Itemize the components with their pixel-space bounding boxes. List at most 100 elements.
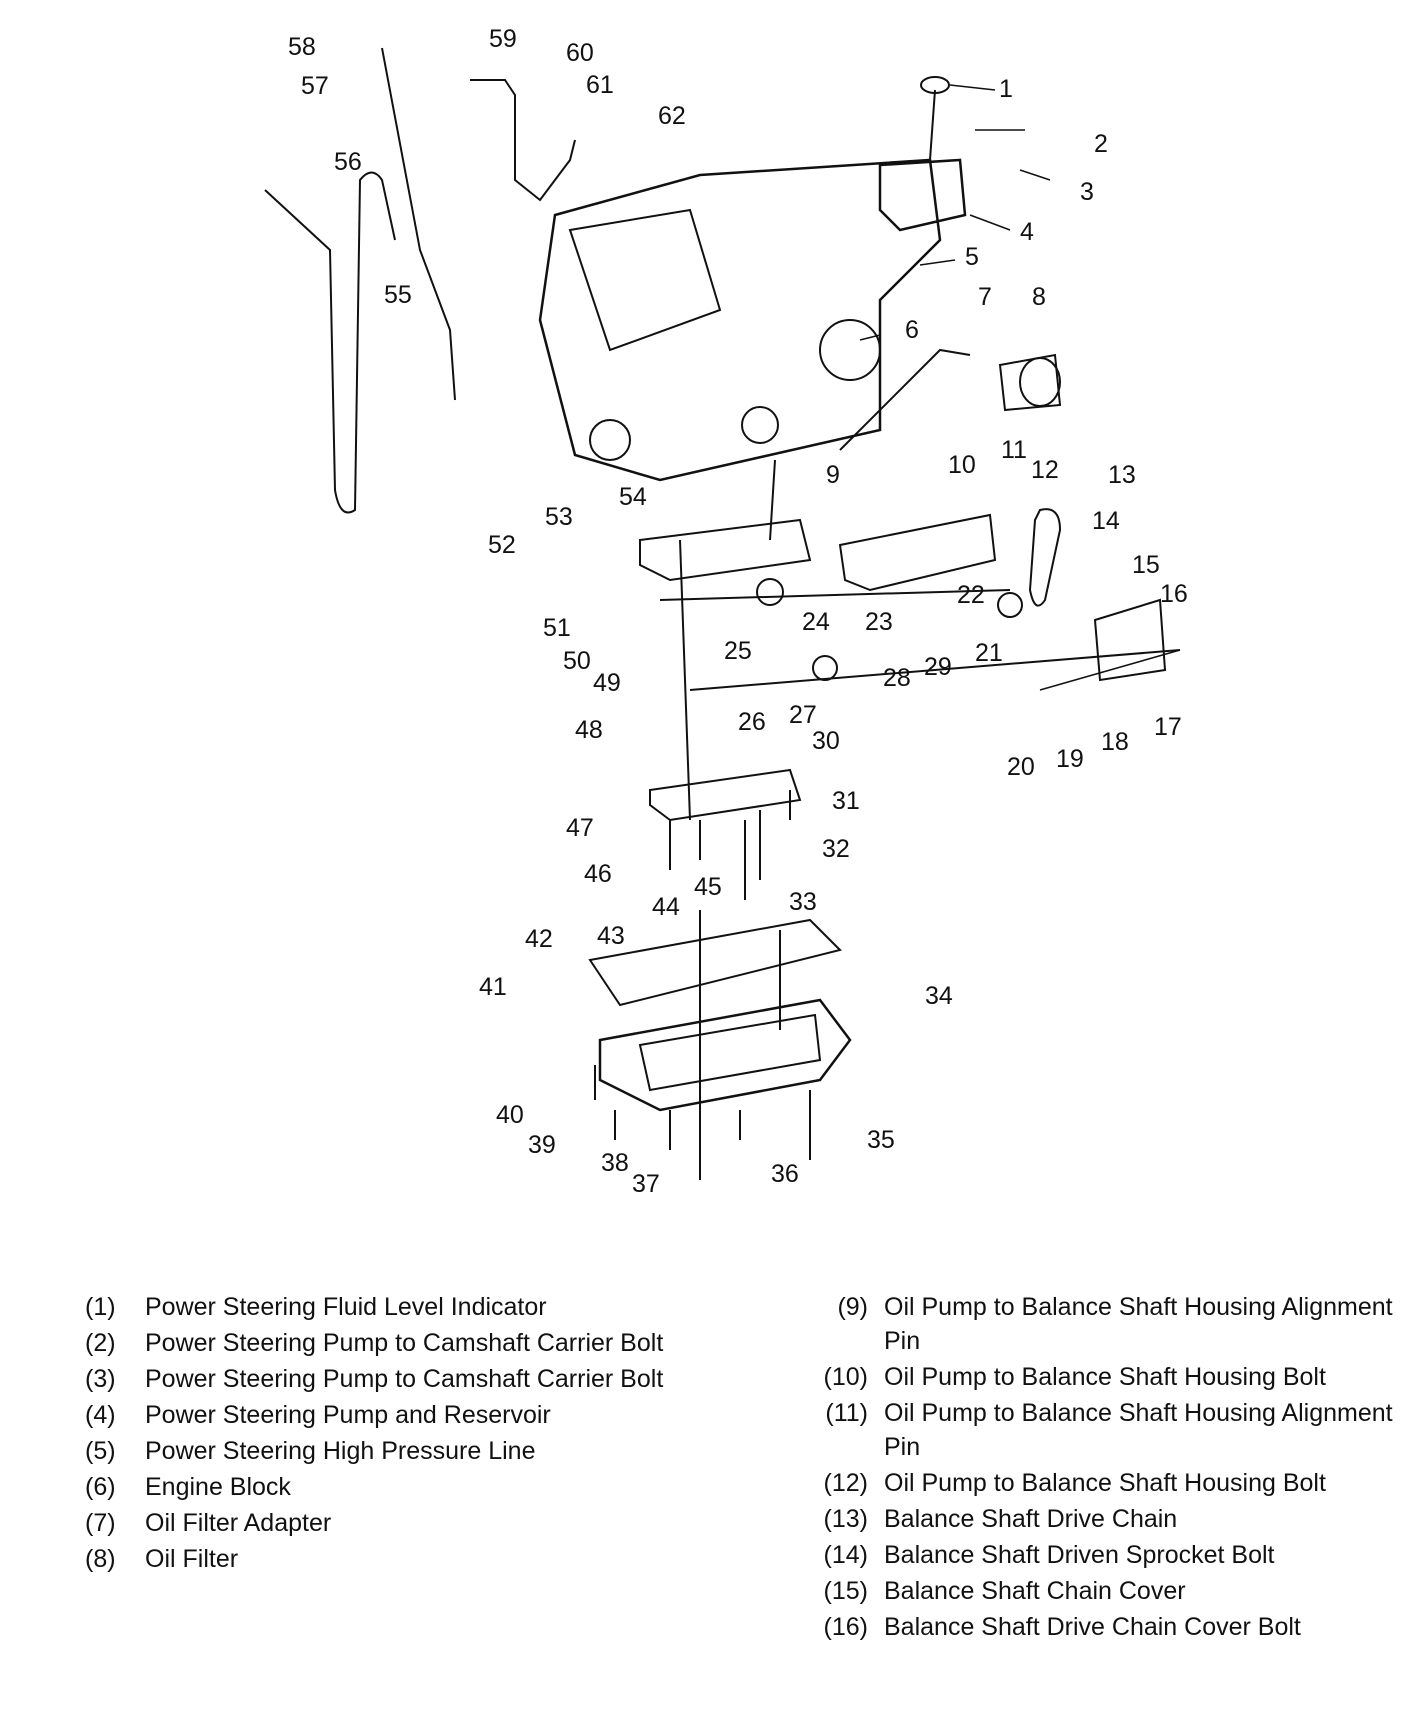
callout-14: 14 (1092, 507, 1120, 535)
legend-number: (3) (85, 1365, 116, 1393)
legend-number: (13) (823, 1505, 868, 1533)
callout-59: 59 (489, 25, 517, 53)
callout-56: 56 (334, 148, 362, 176)
callout-62: 62 (658, 102, 686, 130)
callout-50: 50 (563, 647, 591, 675)
callout-18: 18 (1101, 728, 1129, 756)
legend-text: Balance Shaft Chain Cover (884, 1577, 1186, 1605)
legend-number: (4) (85, 1401, 116, 1429)
legend-text: Power Steering Pump and Reservoir (145, 1401, 551, 1429)
callout-21: 21 (975, 639, 1003, 667)
callout-41: 41 (479, 973, 507, 1001)
callout-47: 47 (566, 814, 594, 842)
legend-item: (16)Balance Shaft Drive Chain Cover Bolt (810, 1610, 1400, 1644)
engine-block (538, 158, 942, 482)
callout-29: 29 (924, 653, 952, 681)
legend-item: (7) Oil Filter Adapter (85, 1506, 725, 1540)
legend-text: Oil Pump to Balance Shaft Housing Bolt (884, 1469, 1326, 1497)
callout-60: 60 (566, 39, 594, 67)
balance-shaft-housing-upper (639, 518, 812, 582)
callout-30: 30 (812, 727, 840, 755)
callout-34: 34 (925, 982, 953, 1010)
oil-pan-gasket (588, 918, 842, 1007)
legend-number: (14) (823, 1541, 868, 1569)
callout-61: 61 (586, 71, 614, 99)
callout-7: 7 (978, 283, 992, 311)
callout-19: 19 (1056, 745, 1084, 773)
callout-9: 9 (826, 461, 840, 489)
exploded-engine-diagram: 1 2 3 4 5 6 7 8 9 10 11 12 13 14 15 16 1… (264, 25, 1188, 1198)
legend-item: (13) Balance Shaft Drive Chain (810, 1502, 1400, 1536)
legend-item: (15)Balance Shaft Chain Cover (810, 1574, 1400, 1608)
legend-text: Oil Filter (145, 1545, 239, 1573)
callout-39: 39 (528, 1131, 556, 1159)
callout-42: 42 (525, 925, 553, 953)
callout-25: 25 (724, 637, 752, 665)
legend-number: (8) (85, 1545, 116, 1573)
callout-40: 40 (496, 1101, 524, 1129)
callout-54: 54 (619, 483, 647, 511)
callout-8: 8 (1032, 283, 1046, 311)
legend-text: Oil Pump to Balance Shaft Housing Alignm… (884, 1293, 1393, 1355)
callout-35: 35 (867, 1126, 895, 1154)
callout-37: 37 (632, 1170, 660, 1198)
callout-53: 53 (545, 503, 573, 531)
legend-text: Balance Shaft Driven Sprocket Bolt (884, 1541, 1275, 1569)
callout-13: 13 (1108, 461, 1136, 489)
legend-item: (2)Power Steering Pump to Camshaft Carri… (85, 1326, 725, 1360)
balance-shaft (659, 589, 1011, 601)
callout-27: 27 (789, 701, 817, 729)
legend-item: (1) Power Steering Fluid Level Indicator (85, 1290, 725, 1324)
legend-number: (10) (823, 1363, 868, 1391)
legend-item: (5)Power Steering High Pressure Line (85, 1434, 725, 1468)
callout-12: 12 (1031, 456, 1059, 484)
callout-52: 52 (488, 531, 516, 559)
callout-33: 33 (789, 888, 817, 916)
callout-11: 11 (1001, 436, 1027, 464)
callout-24: 24 (802, 608, 830, 636)
dipstick-tube (381, 47, 456, 401)
callout-2: 2 (1094, 130, 1108, 158)
legend-number: (6) (85, 1473, 116, 1501)
legend-text: Power Steering Fluid Level Indicator (145, 1293, 547, 1321)
legend-text: Oil Pump to Balance Shaft Housing Bolt (884, 1363, 1326, 1391)
callout-10: 10 (948, 451, 976, 479)
legend-text: Power Steering Pump to Camshaft Carrier … (145, 1365, 664, 1393)
legend-item: (12)Oil Pump to Balance Shaft Housing Bo… (810, 1466, 1400, 1500)
callout-32: 32 (822, 835, 850, 863)
legend-item: (11) Oil Pump to Balance Shaft Housing Al… (810, 1396, 1400, 1464)
chain-cover (1093, 598, 1167, 682)
callout-6: 6 (905, 316, 919, 344)
crank-pulley (589, 419, 631, 461)
oil-pan (598, 998, 852, 1112)
callout-49: 49 (593, 669, 621, 697)
legend-number: (1) (85, 1293, 116, 1321)
legend-item: (14) Balance Shaft Driven Sprocket Bolt (810, 1538, 1400, 1572)
legend-item: (6)Engine Block (85, 1470, 725, 1504)
callout-43: 43 (597, 922, 625, 950)
legend-text: Oil Pump to Balance Shaft Housing Alignm… (884, 1399, 1393, 1461)
legend-number: (11) (825, 1399, 868, 1427)
callout-28: 28 (883, 664, 911, 692)
legend-text: Oil Filter Adapter (145, 1509, 332, 1537)
legend-item: (10) Oil Pump to Balance Shaft Housing Bo… (810, 1360, 1400, 1394)
balance-shaft-housing-lower (649, 768, 802, 822)
callout-48: 48 (575, 716, 603, 744)
callout-1: 1 (999, 75, 1013, 103)
legend-text: Balance Shaft Drive Chain (884, 1505, 1178, 1533)
callout-23: 23 (865, 608, 893, 636)
callout-36: 36 (771, 1160, 799, 1188)
legend-item: (8) Oil Filter (85, 1542, 725, 1576)
legend-number: (2) (85, 1329, 116, 1357)
legend-left: (1)Power Steering Fluid Level Indicator … (85, 1290, 725, 1578)
legend-item: (9)Oil Pump to Balance Shaft Housing Ali… (810, 1290, 1400, 1358)
callout-31: 31 (832, 787, 860, 815)
callout-38: 38 (601, 1149, 629, 1177)
callout-labels: 1 2 3 4 5 6 7 8 9 10 11 12 13 14 15 16 1… (288, 25, 1188, 1198)
legend-number: (16) (823, 1613, 868, 1641)
legend-number: (7) (85, 1509, 116, 1537)
callout-17: 17 (1154, 713, 1182, 741)
callout-57: 57 (301, 72, 329, 100)
dipstick (264, 171, 396, 514)
callout-26: 26 (738, 708, 766, 736)
